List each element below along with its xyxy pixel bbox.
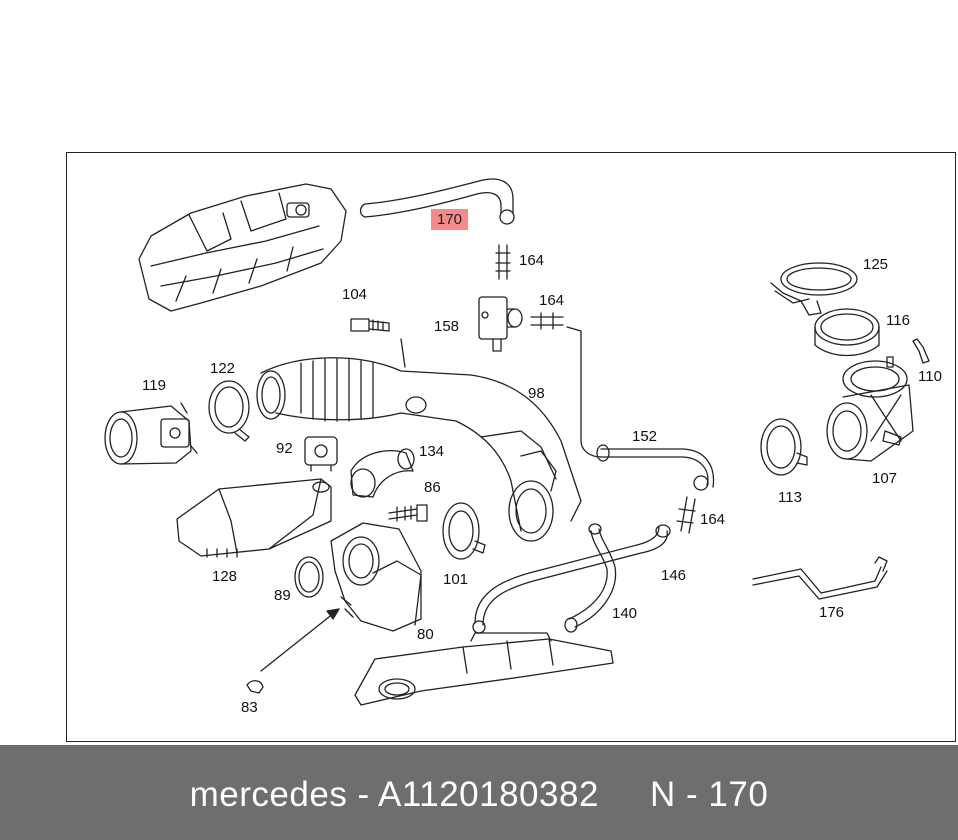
arrow-83-to-80 xyxy=(260,608,340,672)
part-80-throttle-drawing xyxy=(330,522,422,632)
callout-107[interactable]: 107 xyxy=(872,470,898,487)
part-164-fitting-top xyxy=(495,244,511,280)
callout-170[interactable]: 170 xyxy=(431,209,469,230)
callout-164-top[interactable]: 164 xyxy=(519,252,545,269)
part-113-clamp-drawing xyxy=(760,418,808,476)
part-116-ring-drawing xyxy=(814,308,880,357)
part-176-pipe-drawing xyxy=(752,556,888,600)
part-128-cover-drawing xyxy=(176,478,332,558)
part-170-hose-drawing xyxy=(359,178,515,225)
caption-brand: mercedes xyxy=(189,775,348,814)
caption-part-number: A1120180382 xyxy=(378,775,599,814)
part-104-bolt-drawing xyxy=(350,318,390,332)
callout-113[interactable]: 113 xyxy=(778,489,802,506)
part-152-hose-drawing xyxy=(566,326,715,491)
caption-bar: mercedes - A1120180382 N - 170 xyxy=(0,745,958,840)
callout-134[interactable]: 134 xyxy=(419,443,445,460)
part-107-housing-drawing xyxy=(826,356,914,462)
callout-128[interactable]: 128 xyxy=(212,568,238,585)
part-engine-block-drawing xyxy=(354,632,614,706)
part-140-hose-drawing xyxy=(564,523,617,633)
callout-176[interactable]: 176 xyxy=(819,604,845,621)
part-92-sensor-drawing xyxy=(304,436,338,472)
part-110-clip-drawing xyxy=(912,338,930,364)
caption-text: mercedes - A1120180382 N - 170 xyxy=(0,775,958,815)
callout-158[interactable]: 158 xyxy=(434,318,460,335)
callout-83[interactable]: 83 xyxy=(241,699,258,716)
callout-98[interactable]: 98 xyxy=(528,385,545,402)
part-125-clamp-drawing xyxy=(770,262,858,316)
callout-92[interactable]: 92 xyxy=(276,440,293,457)
part-101-clamp-drawing xyxy=(442,502,486,560)
callout-119[interactable]: 119 xyxy=(142,377,166,394)
part-122-clamp-drawing xyxy=(208,380,250,442)
callout-116[interactable]: 116 xyxy=(886,312,910,329)
callout-86[interactable]: 86 xyxy=(424,479,441,496)
diagram-frame: 170 164 164 158 104 98 122 119 92 134 15… xyxy=(66,152,956,742)
exploded-parts-drawing xyxy=(104,178,930,706)
callout-80[interactable]: 80 xyxy=(417,626,434,643)
part-119-sensor-drawing xyxy=(104,402,198,465)
caption-position-label: N - 170 xyxy=(650,775,769,814)
part-164-fitting-side xyxy=(530,312,564,330)
part-164-fitting-lower xyxy=(676,496,696,534)
callout-164-lower[interactable]: 164 xyxy=(700,511,726,528)
part-158-tee-drawing xyxy=(478,296,523,352)
callout-152[interactable]: 152 xyxy=(632,428,658,445)
part-83-clip-drawing xyxy=(246,680,264,694)
callout-146[interactable]: 146 xyxy=(661,567,687,584)
callout-122[interactable]: 122 xyxy=(210,360,236,377)
part-98-air-duct-drawing xyxy=(256,338,582,542)
callout-140[interactable]: 140 xyxy=(612,605,638,622)
callout-104[interactable]: 104 xyxy=(342,286,368,303)
part-89-seal-drawing xyxy=(294,556,324,598)
part-134-elbow-drawing xyxy=(350,448,415,498)
callout-89[interactable]: 89 xyxy=(274,587,291,604)
callout-164-side[interactable]: 164 xyxy=(539,292,565,309)
caption-gap xyxy=(599,775,650,814)
callout-101[interactable]: 101 xyxy=(443,571,469,588)
callout-125[interactable]: 125 xyxy=(863,256,889,273)
part-86-screw-drawing xyxy=(388,504,428,522)
part-146-hose-drawing xyxy=(472,524,671,634)
callout-110[interactable]: 110 xyxy=(918,368,942,385)
part-intake-manifold-drawing xyxy=(138,183,347,312)
caption-separator: - xyxy=(347,775,379,814)
